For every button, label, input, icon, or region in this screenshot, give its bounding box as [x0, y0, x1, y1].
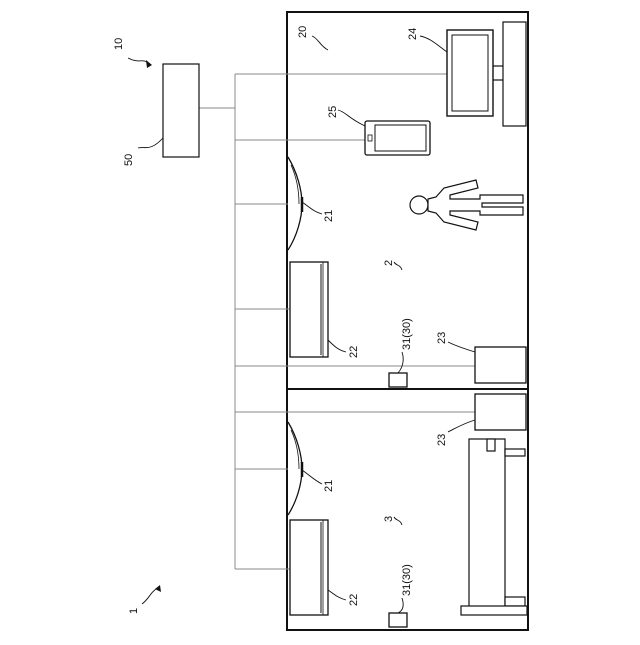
tablet-icon — [365, 121, 430, 155]
label-unit-upper: 22 — [348, 346, 360, 358]
label-sensor-lower: 31(30) — [401, 564, 413, 596]
label-sensor-upper: 31(30) — [401, 318, 413, 350]
label-room-c-area: 3 — [383, 516, 395, 522]
sensor-lower-icon — [389, 613, 407, 627]
label-ac-lower: 21 — [323, 480, 335, 492]
cabinet-upper-icon — [475, 347, 526, 383]
arrowhead-1 — [155, 585, 161, 592]
label-tablet: 25 — [327, 106, 339, 118]
label-cabinet-upper: 23 — [436, 332, 448, 344]
sensor-upper-icon — [389, 373, 407, 387]
label-ac-upper: 21 — [323, 210, 335, 222]
label-room-a: 20 — [297, 26, 309, 38]
label-cabinet-lower: 23 — [436, 434, 448, 446]
label-system: 1 — [128, 608, 140, 614]
label-room-b-area: 2 — [383, 260, 395, 266]
ceiling-light-lower-icon — [288, 422, 302, 515]
label-unit-lower: 22 — [348, 594, 360, 606]
label-system-group: 10 — [113, 38, 125, 50]
wall-unit-upper-icon — [290, 262, 328, 357]
bed-icon — [461, 439, 527, 615]
controller-box — [163, 64, 199, 157]
label-tv: 24 — [407, 28, 419, 40]
label-controller: 50 — [123, 154, 135, 166]
tv-icon — [447, 22, 526, 126]
wall-unit-lower-icon — [290, 520, 328, 615]
wiring — [199, 74, 476, 569]
cabinet-lower-icon — [475, 394, 526, 430]
arrowhead-10 — [146, 60, 152, 68]
ceiling-light-upper-icon — [288, 157, 302, 250]
person-icon — [410, 180, 523, 230]
